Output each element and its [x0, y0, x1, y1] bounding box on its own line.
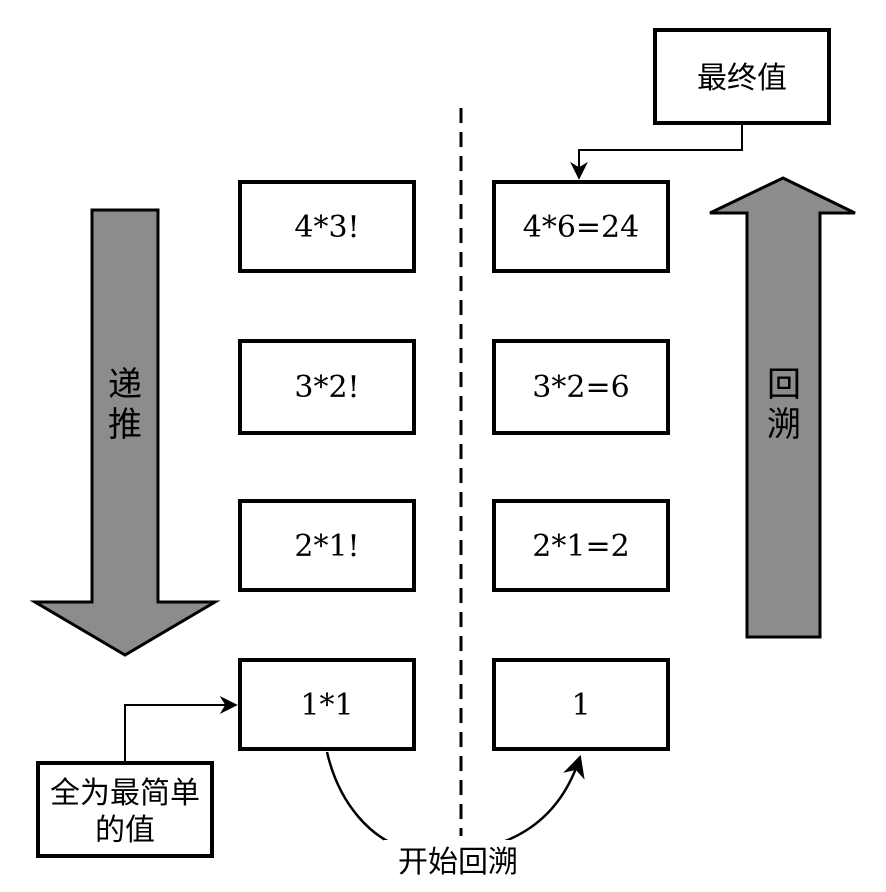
backtrack-box-2-text: 3*2=6: [532, 370, 629, 405]
backtrack-box-3: [492, 499, 670, 592]
base-case-label-line2: 的值: [95, 813, 155, 848]
final-value-connector: [570, 123, 743, 180]
final-value-box: [653, 28, 831, 125]
base-case-connector: [124, 696, 238, 763]
backtrack-arrow-label-2: 溯: [767, 405, 801, 445]
recursion-arrow-label-2: 推: [108, 405, 142, 445]
recursion-box-2: [238, 339, 416, 435]
backtrack-arrow-label-1: 回: [767, 365, 801, 405]
recursion-box-1-text: 4*3!: [294, 210, 359, 245]
start-backtrack-label-bg: [384, 840, 532, 882]
recursion-box-4-text: 1*1: [300, 688, 353, 723]
recursion-box-3-text: 2*1!: [294, 529, 359, 564]
backtrack-box-3-text: 2*1=2: [532, 529, 629, 564]
final-value-label: 最终值: [697, 61, 787, 96]
backtrack-up-arrow: [709, 176, 856, 639]
base-case-box: [36, 761, 214, 858]
recursion-down-arrow: [29, 208, 221, 657]
recursion-box-1: [238, 180, 416, 273]
recursion-box-4: [238, 658, 416, 751]
start-backtrack-curve: [325, 751, 585, 854]
backtrack-box-1-text: 4*6=24: [523, 210, 639, 245]
backtrack-box-2: [492, 339, 670, 435]
recursion-box-2-text: 3*2!: [294, 370, 359, 405]
recursion-arrow-label-1: 递: [108, 365, 142, 405]
backtrack-box-4-text: 1: [571, 688, 590, 723]
start-backtrack-label: 开始回溯: [398, 845, 518, 880]
backtrack-box-4: [492, 658, 670, 751]
backtrack-box-1: [492, 180, 670, 273]
base-case-label-line1: 全为最简单: [50, 776, 200, 811]
recursion-box-3: [238, 499, 416, 592]
